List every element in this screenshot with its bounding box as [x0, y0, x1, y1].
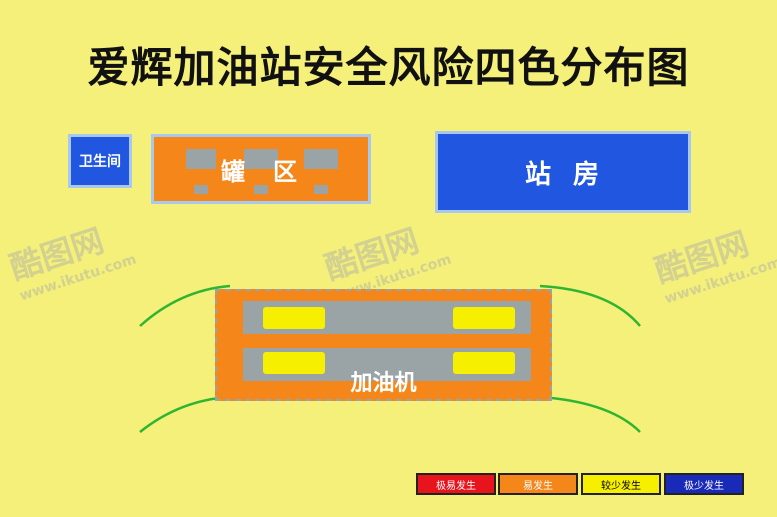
pump-nozzle: [263, 352, 325, 374]
toilet-area: 卫生间: [68, 134, 132, 188]
legend-item: 易发生: [498, 473, 578, 495]
tank-block: [254, 185, 268, 194]
pump-nozzle: [263, 307, 325, 329]
legend-item: 极易发生: [416, 473, 496, 495]
tank-area: 罐区: [151, 134, 371, 204]
pump-nozzle: [453, 307, 515, 329]
tank-label: 罐区: [221, 157, 325, 186]
page-title: 爱辉加油站安全风险四色分布图: [87, 43, 690, 92]
pump-label: 加油机: [350, 371, 417, 396]
road-line: [539, 284, 641, 327]
legend-item: 较少发生: [581, 473, 661, 495]
tank-block: [186, 149, 216, 169]
legend-item: 极少发生: [664, 473, 744, 495]
road-line: [539, 395, 641, 433]
road-line: [139, 395, 231, 433]
pump-area: 加油机: [215, 289, 552, 401]
road-line: [139, 284, 231, 327]
tank-block: [304, 149, 338, 169]
pump-nozzle: [453, 352, 515, 374]
tank-block: [314, 185, 328, 194]
station-building: 站房: [435, 131, 691, 213]
tank-block: [194, 185, 208, 194]
tank-block: [244, 149, 278, 169]
